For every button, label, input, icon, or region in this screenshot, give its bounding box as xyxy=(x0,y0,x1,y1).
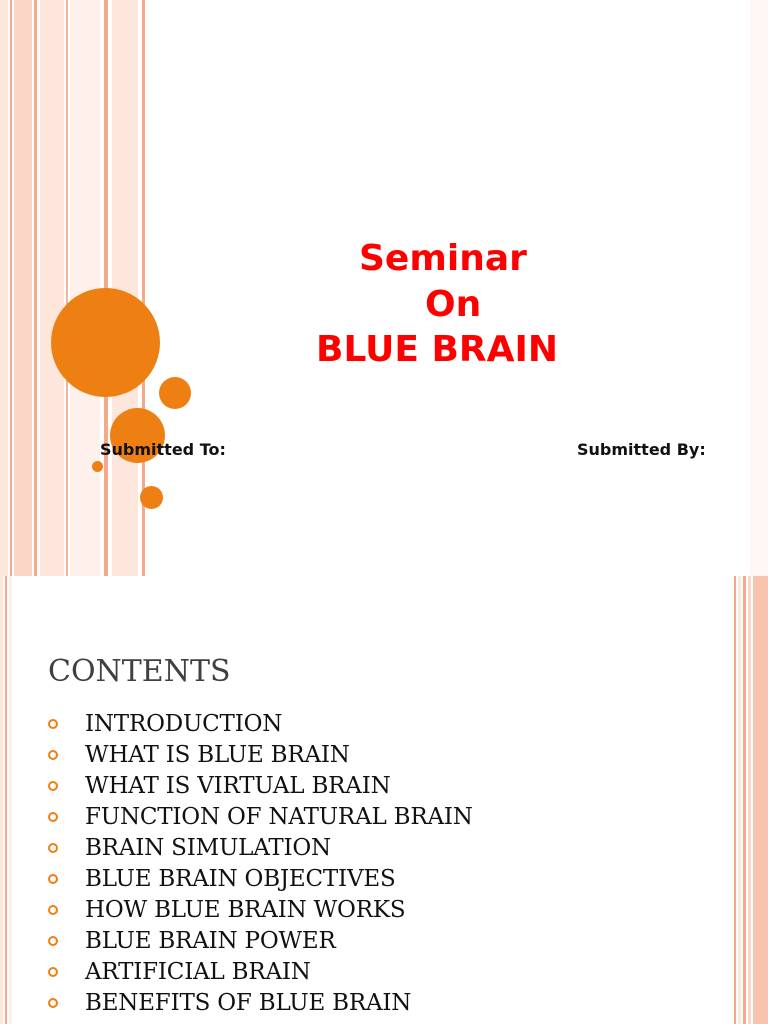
contents-slide: CONTENTS INTRODUCTION WHAT IS BLUE BRAIN… xyxy=(0,576,768,1024)
list-item-text: ARTIFICIAL BRAIN xyxy=(85,958,311,985)
decorative-stripe xyxy=(10,0,12,576)
decorative-stripe xyxy=(66,0,68,576)
decorative-stripe xyxy=(750,0,768,576)
decorative-stripe xyxy=(14,0,32,576)
circle-bullet-icon xyxy=(48,718,58,729)
list-item: ARTIFICIAL BRAIN xyxy=(48,956,688,987)
list-item: WHAT IS VIRTUAL BRAIN xyxy=(48,770,688,801)
list-item-text: WHAT IS BLUE BRAIN xyxy=(85,741,350,768)
title-line-on: On xyxy=(425,284,482,325)
list-item-text: BRAIN SIMULATION xyxy=(85,834,331,861)
decorative-stripe xyxy=(738,576,741,1024)
circle-bullet-icon xyxy=(48,842,58,853)
contents-list: INTRODUCTION WHAT IS BLUE BRAIN WHAT IS … xyxy=(48,708,688,1018)
decorative-stripe xyxy=(142,0,145,576)
list-item-text: FUNCTION OF NATURAL BRAIN xyxy=(85,803,473,830)
list-item-text: WHAT IS VIRTUAL BRAIN xyxy=(85,772,391,799)
circle-bullet-icon xyxy=(48,935,58,946)
decorative-circle-medium xyxy=(110,408,165,463)
circle-bullet-icon xyxy=(48,780,58,791)
decorative-stripe xyxy=(0,576,3,1024)
title-line-seminar: Seminar xyxy=(359,238,527,279)
list-item: FUNCTION OF NATURAL BRAIN xyxy=(48,801,688,832)
title-line-blue-brain: BLUE BRAIN xyxy=(316,329,558,370)
title-slide: Seminar On BLUE BRAIN Submitted To: Subm… xyxy=(0,0,768,576)
list-item-text: BLUE BRAIN OBJECTIVES xyxy=(85,865,396,892)
decorative-stripe xyxy=(748,576,751,1024)
list-item-text: BENEFITS OF BLUE BRAIN xyxy=(85,989,412,1016)
decorative-circle-small xyxy=(140,486,163,509)
decorative-stripe xyxy=(112,0,138,576)
submitted-to-label: Submitted To: xyxy=(100,440,226,459)
decorative-stripe xyxy=(734,576,736,1024)
decorative-stripe xyxy=(753,576,768,1024)
list-item: WHAT IS BLUE BRAIN xyxy=(48,739,688,770)
decorative-circle-large xyxy=(51,288,160,397)
circle-bullet-icon xyxy=(48,966,58,977)
circle-bullet-icon xyxy=(48,904,58,915)
decorative-stripe xyxy=(743,576,746,1024)
circle-bullet-icon xyxy=(48,811,58,822)
decorative-stripe xyxy=(5,576,7,1024)
decorative-stripe xyxy=(0,0,8,576)
circle-bullet-icon xyxy=(48,749,58,760)
decorative-stripe xyxy=(34,0,37,576)
list-item-text: BLUE BRAIN POWER xyxy=(85,927,336,954)
list-item: BLUE BRAIN POWER xyxy=(48,925,688,956)
list-item: BLUE BRAIN OBJECTIVES xyxy=(48,863,688,894)
submitted-by-label: Submitted By: xyxy=(577,440,706,459)
list-item: HOW BLUE BRAIN WORKS xyxy=(48,894,688,925)
list-item-text: INTRODUCTION xyxy=(85,710,283,737)
list-item-text: HOW BLUE BRAIN WORKS xyxy=(85,896,406,923)
circle-bullet-icon xyxy=(48,873,58,884)
decorative-circle-tiny xyxy=(92,461,103,472)
list-item: INTRODUCTION xyxy=(48,708,688,739)
decorative-stripe xyxy=(9,576,12,1024)
circle-bullet-icon xyxy=(48,997,58,1008)
decorative-stripe xyxy=(40,0,64,576)
contents-heading: CONTENTS xyxy=(48,654,231,689)
list-item: BENEFITS OF BLUE BRAIN xyxy=(48,987,688,1018)
decorative-circle-small xyxy=(159,377,191,409)
list-item: BRAIN SIMULATION xyxy=(48,832,688,863)
